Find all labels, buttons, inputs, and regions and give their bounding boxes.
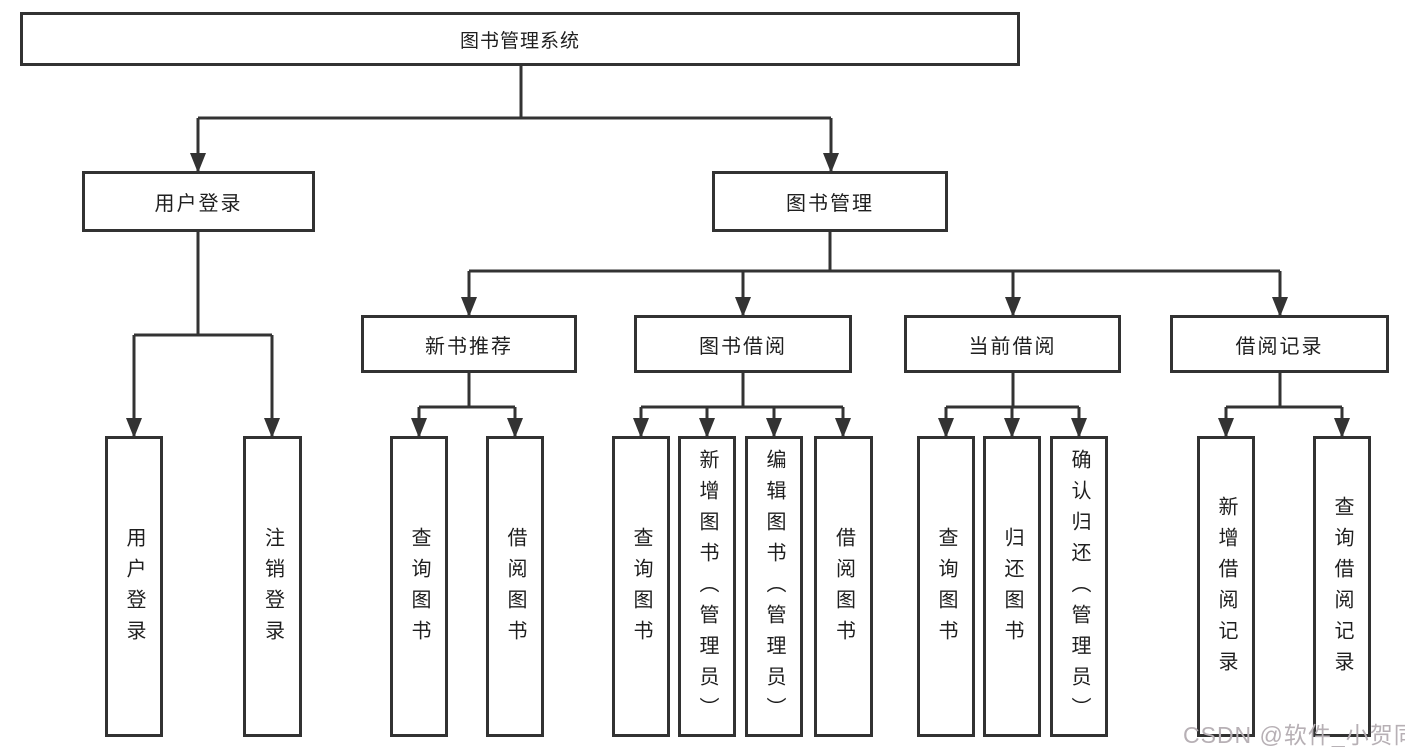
leaf-add-borrow-record: 新增借阅记录 <box>1197 436 1255 737</box>
node-book-borrow: 图书借阅 <box>634 315 852 373</box>
node-borrow-records: 借阅记录 <box>1170 315 1389 373</box>
leaf-borrow-books-1: 借阅图书 <box>486 436 544 737</box>
node-book-management: 图书管理 <box>712 171 948 232</box>
leaf-query-borrow-record: 查询借阅记录 <box>1313 436 1371 737</box>
leaf-query-books-3: 查询图书 <box>917 436 975 737</box>
leaf-confirm-return-admin: 确认归还（管理员） <box>1050 436 1108 737</box>
node-root-library-management-system: 图书管理系统 <box>20 12 1020 66</box>
tree-branch-lines <box>134 66 1342 409</box>
leaf-borrow-books-2: 借阅图书 <box>814 436 873 737</box>
leaf-query-books-2: 查询图书 <box>612 436 670 737</box>
leaf-user-login: 用户登录 <box>105 436 163 737</box>
node-new-book-recommend: 新书推荐 <box>361 315 577 373</box>
node-user-login: 用户登录 <box>82 171 315 232</box>
leaf-query-books-1: 查询图书 <box>390 436 448 737</box>
node-current-borrow: 当前借阅 <box>904 315 1121 373</box>
csdn-watermark: CSDN @软件_小贺同学 <box>1183 722 1405 747</box>
leaf-return-books: 归还图书 <box>983 436 1041 737</box>
leaf-add-books-admin: 新增图书（管理员） <box>678 436 736 737</box>
leaf-edit-books-admin: 编辑图书（管理员） <box>745 436 803 737</box>
leaf-logout: 注销登录 <box>243 436 302 737</box>
